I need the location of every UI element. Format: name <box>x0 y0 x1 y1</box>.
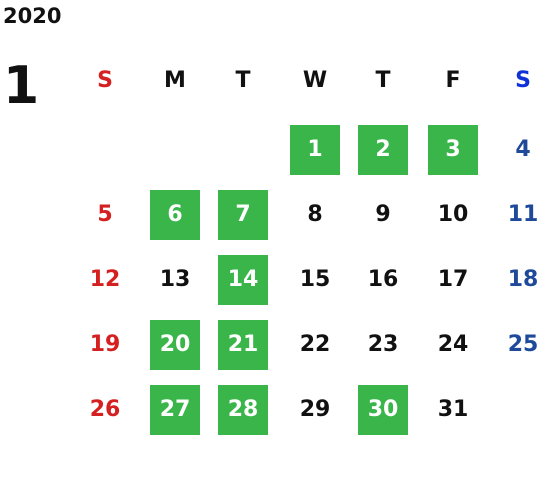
weekday-header-2: T <box>235 68 251 93</box>
weekday-header-4: T <box>375 68 391 93</box>
day-cell-12[interactable]: 12 <box>89 267 121 292</box>
weekday-header-3: W <box>302 68 328 93</box>
day-cell-8[interactable]: 8 <box>307 202 323 227</box>
day-cell-18[interactable]: 18 <box>507 267 539 292</box>
day-cell-22[interactable]: 22 <box>299 332 331 357</box>
day-cell-11[interactable]: 11 <box>507 202 539 227</box>
day-cell-31[interactable]: 31 <box>437 397 469 422</box>
day-cell-17[interactable]: 17 <box>437 267 469 292</box>
day-cell-10[interactable]: 10 <box>437 202 469 227</box>
day-cell-15[interactable]: 15 <box>299 267 331 292</box>
day-cell-14[interactable]: 14 <box>218 255 268 305</box>
day-cell-7[interactable]: 7 <box>218 190 268 240</box>
day-cell-26[interactable]: 26 <box>89 397 121 422</box>
day-cell-2[interactable]: 2 <box>358 125 408 175</box>
day-cell-23[interactable]: 23 <box>367 332 399 357</box>
day-cell-27[interactable]: 27 <box>150 385 200 435</box>
month-number: 1 <box>3 56 40 116</box>
day-cell-25[interactable]: 25 <box>507 332 539 357</box>
year-label: 2020 <box>3 4 62 28</box>
day-cell-30[interactable]: 30 <box>358 385 408 435</box>
day-cell-19[interactable]: 19 <box>89 332 121 357</box>
day-cell-13[interactable]: 13 <box>159 267 191 292</box>
day-cell-20[interactable]: 20 <box>150 320 200 370</box>
weekday-header-1: M <box>164 68 186 93</box>
day-cell-5[interactable]: 5 <box>97 202 113 227</box>
day-cell-21[interactable]: 21 <box>218 320 268 370</box>
day-cell-3[interactable]: 3 <box>428 125 478 175</box>
day-cell-9[interactable]: 9 <box>375 202 391 227</box>
weekday-header-6: S <box>515 68 531 93</box>
day-cell-28[interactable]: 28 <box>218 385 268 435</box>
weekday-header-5: F <box>445 68 461 93</box>
day-cell-4[interactable]: 4 <box>515 137 531 162</box>
day-cell-29[interactable]: 29 <box>299 397 331 422</box>
day-cell-16[interactable]: 16 <box>367 267 399 292</box>
day-cell-1[interactable]: 1 <box>290 125 340 175</box>
day-cell-24[interactable]: 24 <box>437 332 469 357</box>
day-cell-6[interactable]: 6 <box>150 190 200 240</box>
weekday-header-0: S <box>97 68 113 93</box>
